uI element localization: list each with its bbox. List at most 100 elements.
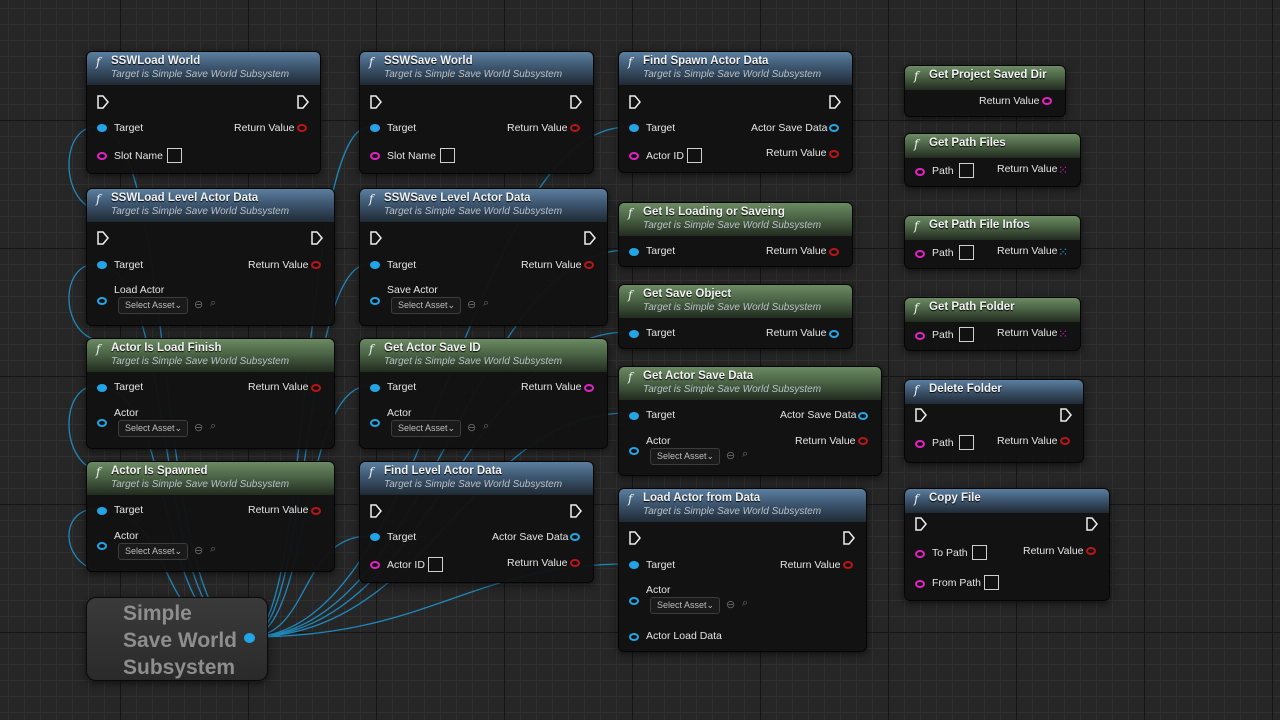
from-path-input[interactable] — [984, 575, 999, 590]
array-pin-icon[interactable]: ⁙ — [1058, 245, 1069, 259]
return-value-pin[interactable] — [297, 124, 307, 132]
target-pin[interactable] — [370, 124, 380, 132]
node-get-path-files[interactable]: f Get Path Files Path Return Value ⁙ — [904, 133, 1081, 187]
node-get-save-object[interactable]: f Get Save Object Target is Simple Save … — [618, 284, 853, 349]
node-get-actor-save-id[interactable]: f Get Actor Save ID Target is Simple Sav… — [359, 338, 608, 449]
target-pin[interactable] — [97, 261, 107, 269]
target-pin[interactable] — [629, 248, 639, 256]
target-pin[interactable] — [97, 507, 107, 515]
save-actor-pin[interactable] — [370, 297, 380, 305]
load-actor-pin[interactable] — [97, 297, 107, 305]
target-pin[interactable] — [370, 261, 380, 269]
search-icon[interactable]: ⌕ — [742, 597, 749, 609]
exec-out-pin[interactable] — [1086, 517, 1098, 531]
actor-pin[interactable] — [370, 419, 380, 427]
exec-in-pin[interactable] — [915, 408, 927, 422]
exec-out-pin[interactable] — [829, 95, 841, 109]
node-get-project-saved-dir[interactable]: f Get Project Saved Dir Return Value — [904, 65, 1066, 117]
path-pin[interactable] — [915, 332, 925, 340]
exec-in-pin[interactable] — [915, 517, 927, 531]
path-input[interactable] — [959, 435, 974, 450]
browse-icon[interactable]: ⊖ — [726, 450, 736, 462]
target-pin[interactable] — [629, 561, 639, 569]
subsystem-output-pin[interactable] — [244, 633, 255, 643]
actor-save-data-pin[interactable] — [858, 412, 868, 420]
slot-name-input[interactable] — [167, 148, 182, 163]
return-value-pin[interactable] — [1060, 437, 1070, 445]
node-get-actor-save-data[interactable]: f Get Actor Save Data Target is Simple S… — [618, 366, 882, 476]
path-input[interactable] — [959, 245, 974, 260]
return-value-pin[interactable] — [1086, 547, 1096, 555]
path-input[interactable] — [959, 163, 974, 178]
node-actor-is-load-finish[interactable]: f Actor Is Load Finish Target is Simple … — [86, 338, 335, 449]
actor-load-data-pin[interactable] — [629, 633, 639, 641]
exec-in-pin[interactable] — [370, 231, 382, 245]
exec-out-pin[interactable] — [297, 95, 309, 109]
select-asset-dropdown[interactable]: Select Asset⌄ — [118, 420, 188, 437]
return-value-pin[interactable] — [311, 384, 321, 392]
select-asset-dropdown[interactable]: Select Asset⌄ — [650, 448, 720, 465]
slot-name-input[interactable] — [440, 148, 455, 163]
actor-id-input[interactable] — [687, 148, 702, 163]
select-asset-dropdown[interactable]: Select Asset⌄ — [118, 297, 188, 314]
path-pin[interactable] — [915, 168, 925, 176]
target-pin[interactable] — [370, 384, 380, 392]
select-asset-dropdown[interactable]: Select Asset⌄ — [391, 297, 461, 314]
browse-icon[interactable]: ⊖ — [467, 422, 477, 434]
browse-icon[interactable]: ⊖ — [467, 299, 477, 311]
node-ssw-load-world[interactable]: f SSWLoad World Target is Simple Save Wo… — [86, 51, 321, 174]
actor-pin[interactable] — [97, 419, 107, 427]
path-pin[interactable] — [915, 440, 925, 448]
node-ssw-save-world[interactable]: f SSWSave World Target is Simple Save Wo… — [359, 51, 594, 174]
exec-out-pin[interactable] — [570, 504, 582, 518]
array-pin-icon[interactable]: ⁙ — [1058, 163, 1069, 177]
target-pin[interactable] — [370, 533, 380, 541]
exec-in-pin[interactable] — [370, 504, 382, 518]
node-ssw-load-level-actor-data[interactable]: f SSWLoad Level Actor Data Target is Sim… — [86, 188, 335, 326]
node-get-path-file-infos[interactable]: f Get Path File Infos Path Return Value … — [904, 215, 1081, 269]
exec-out-pin[interactable] — [584, 231, 596, 245]
return-value-pin[interactable] — [584, 261, 594, 269]
exec-out-pin[interactable] — [843, 531, 855, 545]
return-value-pin[interactable] — [570, 559, 580, 567]
node-find-spawn-actor-data[interactable]: f Find Spawn Actor Data Target is Simple… — [618, 51, 853, 173]
browse-icon[interactable]: ⊖ — [194, 545, 204, 557]
to-path-input[interactable] — [972, 545, 987, 560]
search-icon[interactable]: ⌕ — [210, 297, 217, 309]
return-value-pin[interactable] — [570, 124, 580, 132]
node-actor-is-spawned[interactable]: f Actor Is Spawned Target is Simple Save… — [86, 461, 335, 572]
select-asset-dropdown[interactable]: Select Asset⌄ — [391, 420, 461, 437]
actor-id-pin[interactable] — [629, 152, 639, 160]
from-path-pin[interactable] — [915, 580, 925, 588]
target-pin[interactable] — [629, 330, 639, 338]
browse-icon[interactable]: ⊖ — [726, 599, 736, 611]
return-value-pin[interactable] — [858, 437, 868, 445]
search-icon[interactable]: ⌕ — [483, 420, 490, 432]
search-icon[interactable]: ⌕ — [483, 297, 490, 309]
actor-save-data-pin[interactable] — [570, 533, 580, 541]
subsystem-node[interactable]: Simple Save World Subsystem — [86, 597, 268, 681]
node-get-is-loading-or-saveing[interactable]: f Get Is Loading or Saveing Target is Si… — [618, 202, 853, 267]
actor-pin[interactable] — [97, 542, 107, 550]
node-copy-file[interactable]: f Copy File To Path Return Value From Pa… — [904, 488, 1110, 601]
exec-in-pin[interactable] — [629, 95, 641, 109]
array-pin-icon[interactable]: ⁙ — [1058, 327, 1069, 341]
exec-in-pin[interactable] — [97, 231, 109, 245]
select-asset-dropdown[interactable]: Select Asset⌄ — [650, 597, 720, 614]
exec-in-pin[interactable] — [629, 531, 641, 545]
return-value-pin[interactable] — [843, 561, 853, 569]
node-ssw-save-level-actor-data[interactable]: f SSWSave Level Actor Data Target is Sim… — [359, 188, 608, 326]
actor-id-input[interactable] — [428, 557, 443, 572]
node-delete-folder[interactable]: f Delete Folder Path Return Value — [904, 379, 1084, 463]
return-value-pin[interactable] — [829, 150, 839, 158]
return-value-pin[interactable] — [1042, 97, 1052, 105]
actor-save-data-pin[interactable] — [829, 124, 839, 132]
node-get-path-folder[interactable]: f Get Path Folder Path Return Value ⁙ — [904, 297, 1081, 351]
path-input[interactable] — [959, 327, 974, 342]
path-pin[interactable] — [915, 250, 925, 258]
to-path-pin[interactable] — [915, 550, 925, 558]
exec-out-pin[interactable] — [1060, 408, 1072, 422]
actor-pin[interactable] — [629, 597, 639, 605]
return-value-pin[interactable] — [584, 384, 594, 392]
exec-out-pin[interactable] — [570, 95, 582, 109]
